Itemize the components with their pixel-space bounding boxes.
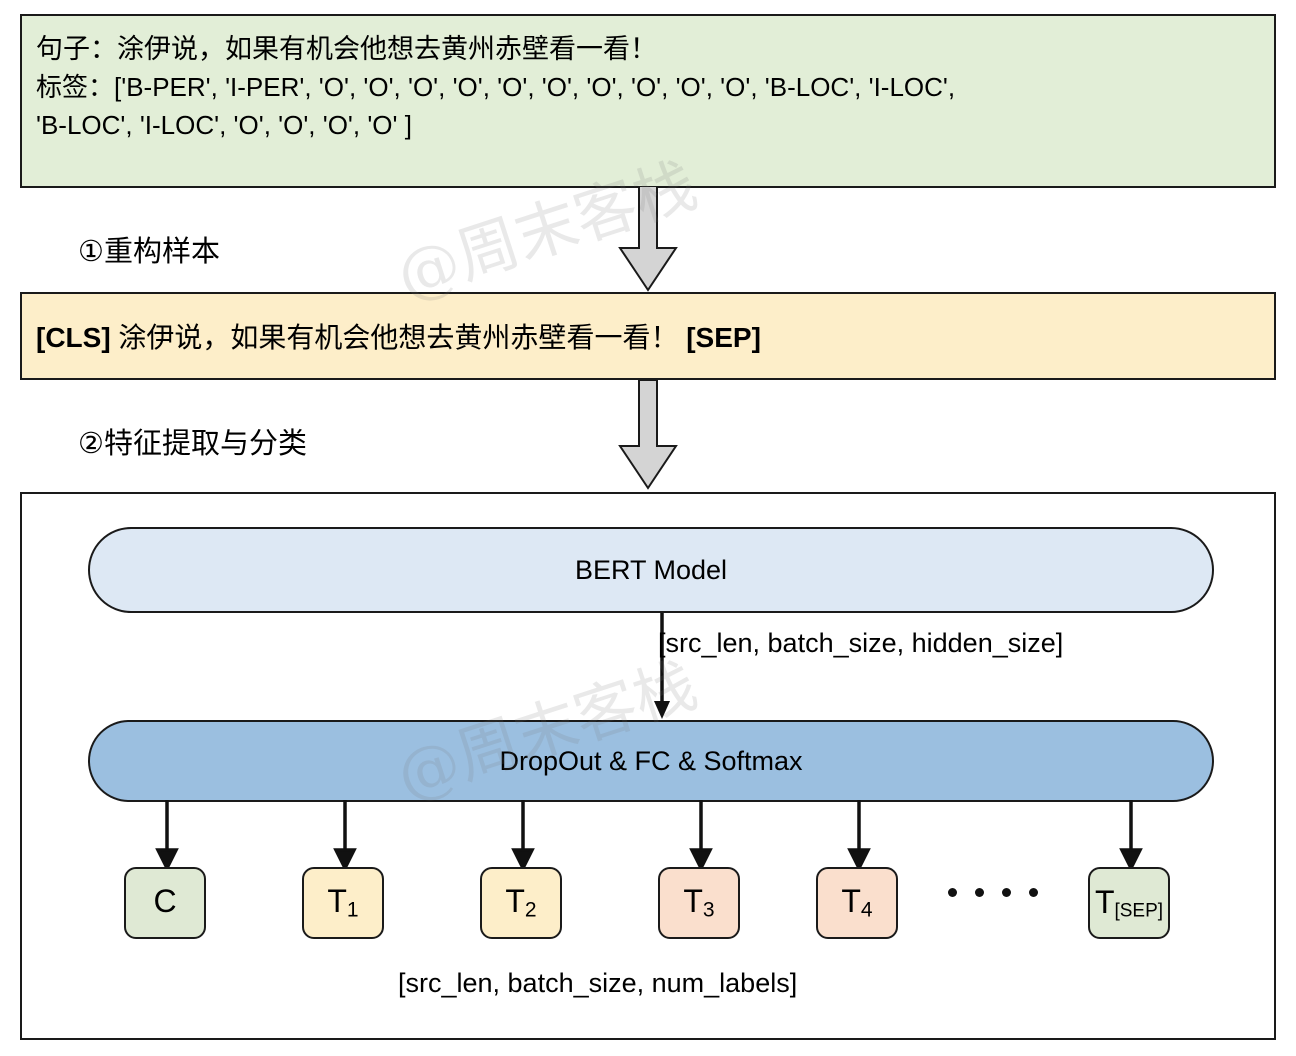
output-token-t1[interactable]: T1: [302, 867, 384, 939]
block-arrow-down-1: [618, 186, 678, 292]
sentence-line: 句子：涂伊说，如果有机会他想去黄州赤壁看一看！: [36, 30, 1260, 68]
ellipsis-dots: [948, 888, 1038, 897]
bert-model-block[interactable]: BERT Model: [88, 527, 1214, 613]
sentence-label: 句子：: [36, 34, 117, 64]
dropout-fc-softmax-label: DropOut & FC & Softmax: [499, 745, 803, 776]
dot: [948, 888, 957, 897]
dropout-fc-softmax-block[interactable]: DropOut & FC & Softmax: [88, 720, 1214, 802]
labels-line-2: 'B-LOC', 'I-LOC', 'O', 'O', 'O', 'O' ]: [36, 106, 1260, 144]
model-architecture-panel: BERT Model DropOut & FC & Softmax: [20, 492, 1276, 1040]
labels-sequence-part-1: ['B-PER', 'I-PER', 'O', 'O', 'O', 'O', '…: [114, 72, 956, 102]
sentence-text: 涂伊说，如果有机会他想去黄州赤壁看一看！: [117, 34, 657, 64]
block-arrow-down-2: [618, 380, 678, 490]
sentence-sample-panel: 句子：涂伊说，如果有机会他想去黄州赤壁看一看！ 标签：['B-PER', 'I-…: [20, 14, 1276, 188]
output-token-label: T[SEP]: [1094, 883, 1164, 922]
output-token-label: T2: [505, 883, 537, 922]
output-token-label: T1: [327, 883, 359, 922]
output-token-label: T3: [683, 883, 715, 922]
dot: [1002, 888, 1011, 897]
output-token-t3[interactable]: T3: [658, 867, 740, 939]
cls-token: [CLS]: [36, 322, 111, 353]
dot: [975, 888, 984, 897]
hidden-size-shape-annotation: [src_len, batch_size, hidden_size]: [658, 628, 1064, 658]
output-token-t4[interactable]: T4: [816, 867, 898, 939]
step-1-label: ①重构样本: [78, 236, 220, 268]
cls-sequence-panel: [CLS] 涂伊说，如果有机会他想去黄州赤壁看一看！ [SEP]: [20, 292, 1276, 380]
labels-line-1: 标签：['B-PER', 'I-PER', 'O', 'O', 'O', 'O'…: [36, 68, 1260, 106]
output-token-tsep[interactable]: T[SEP]: [1088, 867, 1170, 939]
labels-label: 标签：: [36, 72, 115, 102]
labels-sequence-part-2: 'B-LOC', 'I-LOC', 'O', 'O', 'O', 'O' ]: [36, 110, 412, 140]
output-token-label: T4: [841, 883, 873, 922]
output-token-c[interactable]: C: [124, 867, 206, 939]
arrow-bert-to-dropout: [654, 613, 670, 719]
output-token-t2[interactable]: T2: [480, 867, 562, 939]
step-2-label: ②特征提取与分类: [78, 428, 307, 460]
dot: [1029, 888, 1038, 897]
arrows-dropout-to-tokens: [155, 800, 1143, 872]
bert-model-label: BERT Model: [574, 554, 728, 585]
cls-sequence-text: [CLS] 涂伊说，如果有机会他想去黄州赤壁看一看！ [SEP]: [36, 316, 761, 356]
num-labels-shape-annotation: [src_len, batch_size, num_labels]: [398, 968, 798, 998]
output-token-label: C: [153, 883, 177, 920]
sep-token: [SEP]: [686, 322, 761, 353]
cls-sentence-text: 涂伊说，如果有机会他想去黄州赤壁看一看！: [110, 322, 687, 353]
